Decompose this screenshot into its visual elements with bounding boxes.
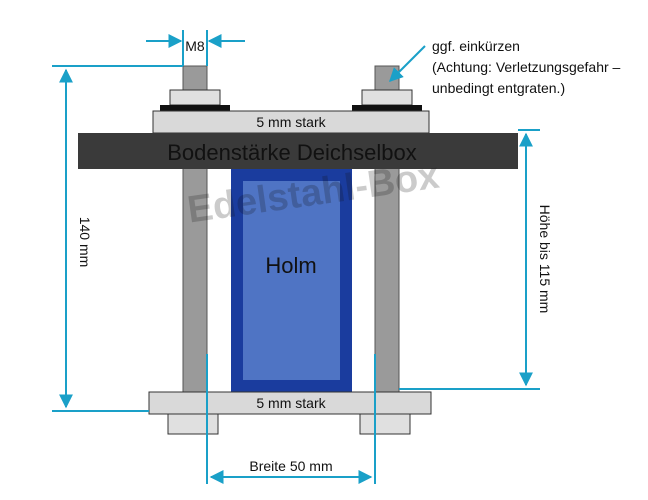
bottom-plate-label: 5 mm stark xyxy=(256,395,326,411)
holm-label: Holm xyxy=(265,253,316,278)
width-label: Breite 50 mm xyxy=(249,458,332,474)
holm-inner xyxy=(243,181,340,380)
left-bottom-nut xyxy=(167,413,219,435)
left-top-nut xyxy=(169,89,221,106)
right-bottom-nut xyxy=(359,413,411,435)
m8-label: M8 xyxy=(185,38,205,54)
right-top-washer xyxy=(352,105,422,111)
left-top-washer xyxy=(160,105,230,111)
top-plate-label: 5 mm stark xyxy=(256,114,326,130)
holm-height-label: Höhe bis 115 mm xyxy=(537,205,553,314)
note-line-3: unbedingt entgraten.) xyxy=(432,80,565,96)
total-height-label: 140 mm xyxy=(77,217,93,268)
note-line-2: (Achtung: Verletzungsgefahr – xyxy=(432,59,621,75)
right-top-nut xyxy=(361,89,413,106)
floor-bar xyxy=(78,133,518,169)
bottom-plate xyxy=(148,391,432,415)
floor-bar-label: Bodenstärke Deichselbox xyxy=(167,140,416,165)
note-line-1: ggf. einkürzen xyxy=(432,38,520,54)
note-pointer xyxy=(389,45,426,82)
